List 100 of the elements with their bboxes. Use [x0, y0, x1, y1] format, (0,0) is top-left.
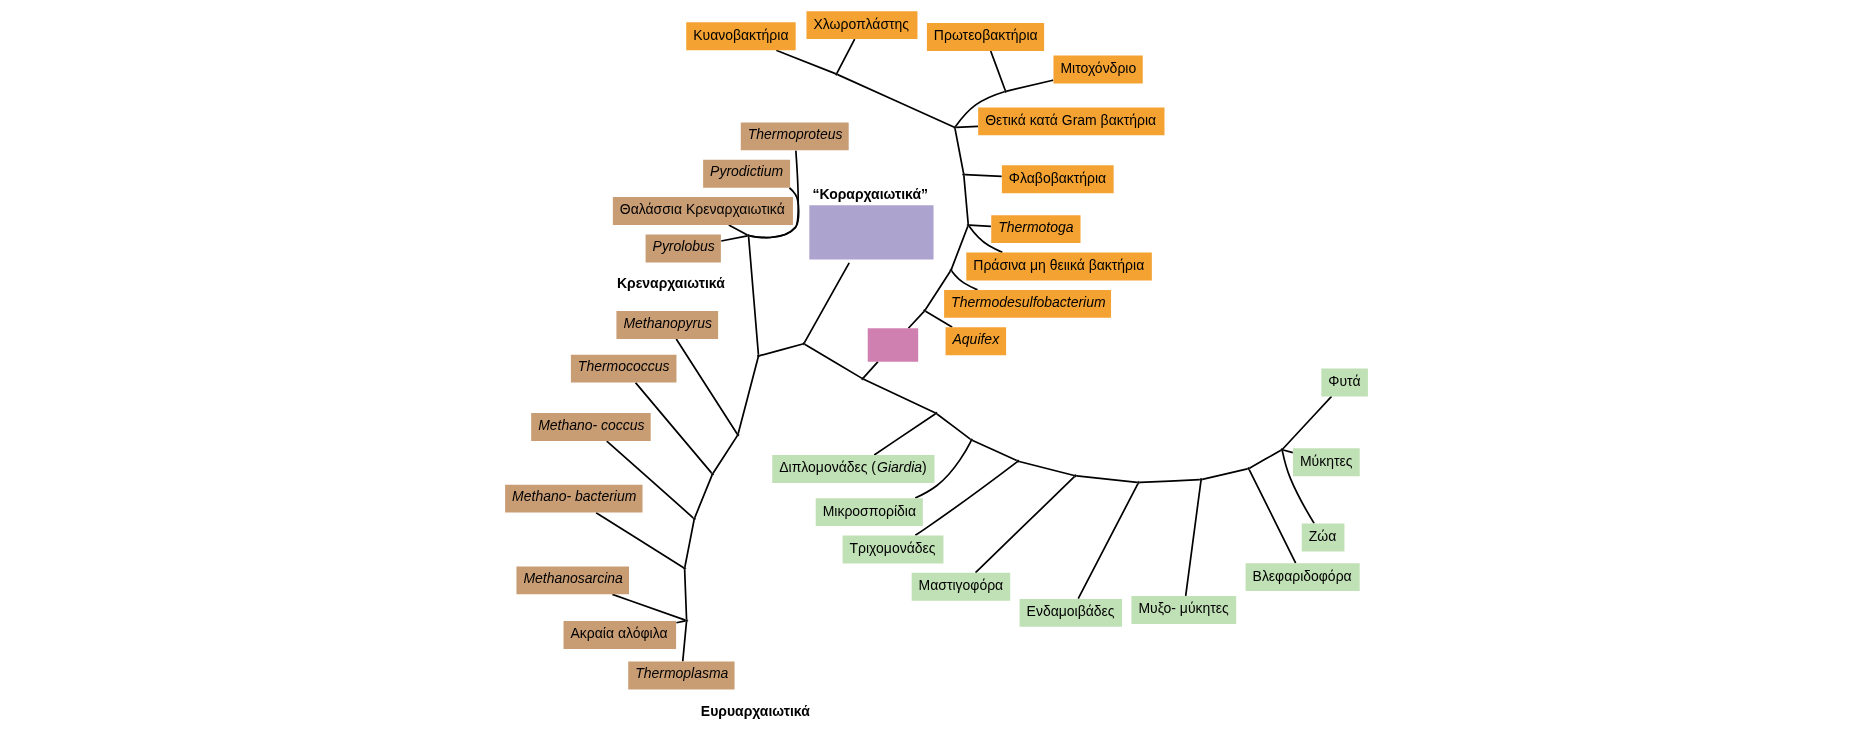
node-box: Μαστιγοφόρα — [911, 572, 1010, 601]
node-box: Pyrodictium — [702, 159, 790, 188]
node-box: Ζώα — [1301, 523, 1344, 552]
node-box: Methanosarcina — [515, 566, 629, 595]
node-point — [682, 566, 686, 570]
connector — [907, 310, 925, 330]
node-point — [1199, 478, 1203, 482]
node-point — [834, 72, 838, 76]
node-box: Ενδαμοιβάδες — [1019, 598, 1122, 627]
node-box: Pyrolobus — [645, 234, 721, 263]
node-box: Τριχομονάδες — [842, 535, 943, 564]
node-point — [684, 619, 688, 623]
node-box: Thermoproteus — [740, 122, 849, 151]
node-box: Thermococcus — [570, 354, 676, 383]
node-box: Διπλομονάδες (Giardia) — [771, 455, 934, 483]
node-point — [746, 234, 750, 238]
connector — [803, 261, 850, 344]
node-point — [969, 438, 973, 442]
connector — [989, 50, 1006, 92]
node-point — [1016, 459, 1019, 463]
connector — [594, 511, 684, 569]
connector — [683, 568, 687, 620]
node-point — [801, 342, 805, 346]
connector — [974, 475, 1075, 574]
node-point — [710, 472, 714, 476]
connector — [1247, 468, 1296, 564]
node-box: Μύκητες — [1292, 448, 1360, 477]
node-box: Πρωτεοβακτήρια — [926, 22, 1044, 51]
connector — [968, 224, 992, 228]
connector — [872, 413, 936, 456]
connector — [683, 519, 695, 568]
connector — [674, 338, 738, 435]
connector — [950, 270, 978, 291]
node-box: Μικροσπορίδια — [815, 498, 923, 527]
node-box: Θαλάσσια Κρεναρχαιωτικά — [612, 196, 793, 225]
node-box: Κυανοβακτήρια — [685, 22, 796, 51]
node-point — [860, 377, 864, 381]
node-box — [867, 328, 918, 362]
connector — [953, 127, 964, 175]
node-box: Μιτοχόνδριο — [1052, 55, 1143, 84]
node-box: Thermotoga — [990, 215, 1080, 244]
connector — [693, 474, 713, 519]
connector — [1138, 478, 1201, 484]
node-point — [934, 411, 938, 415]
connector — [748, 186, 800, 239]
connector — [711, 435, 738, 474]
node-point — [1136, 481, 1140, 484]
connector — [1281, 395, 1332, 450]
connector — [954, 90, 1005, 128]
connector — [681, 620, 687, 663]
connector — [963, 173, 1003, 178]
connector — [1017, 460, 1075, 477]
node-point — [961, 173, 965, 177]
connector — [913, 440, 972, 499]
connector — [605, 440, 694, 519]
connector — [914, 461, 1018, 537]
node-box: Thermodesulfobacterium — [943, 289, 1111, 318]
node-point — [735, 433, 739, 437]
connector — [967, 225, 1003, 254]
connector — [748, 149, 799, 239]
node-point — [692, 517, 696, 521]
node-box: Methano- coccus — [530, 413, 651, 441]
connector — [954, 125, 979, 129]
node-box: Methano- bacterium — [504, 484, 642, 513]
connector — [1200, 468, 1248, 481]
connector — [747, 235, 759, 356]
connector — [1281, 449, 1294, 454]
connector — [736, 356, 759, 435]
connector — [835, 38, 855, 74]
connector — [1248, 449, 1282, 469]
node-box: Μυξο- μύκητες — [1130, 596, 1236, 624]
connector — [924, 310, 953, 328]
connector — [836, 73, 955, 128]
connector — [727, 224, 748, 236]
node-label: “Κοραρχαιωτικά” — [811, 185, 928, 202]
node-point — [966, 223, 970, 227]
node-box: Thermoplasma — [627, 661, 735, 690]
node-box: Χλωροπλάστης — [805, 11, 917, 40]
node-box: Aquifex — [945, 327, 1006, 356]
node-point — [949, 268, 952, 272]
connector — [803, 343, 862, 379]
node-box: Βλεφαριδοφόρα — [1245, 563, 1360, 592]
node-point — [1246, 467, 1250, 471]
connector — [1184, 479, 1202, 597]
connector — [719, 235, 748, 242]
node-box: Πράσινα μη θειικά βακτήρια — [965, 252, 1152, 281]
connector — [1075, 475, 1138, 484]
connector — [971, 439, 1018, 462]
connector — [862, 378, 936, 414]
node-box: Φλαβοβακτήρια — [1001, 165, 1114, 194]
node-box: Θετικά κατά Gram βακτήρια — [977, 107, 1164, 136]
node-point — [1280, 448, 1284, 452]
connector — [1005, 79, 1054, 92]
connector — [962, 175, 969, 225]
node-point — [1003, 89, 1007, 93]
connector — [862, 360, 879, 379]
node-point — [756, 354, 760, 358]
connector — [675, 619, 686, 624]
label: Κρεναρχαιωτικά — [616, 275, 725, 292]
connector — [924, 270, 951, 311]
